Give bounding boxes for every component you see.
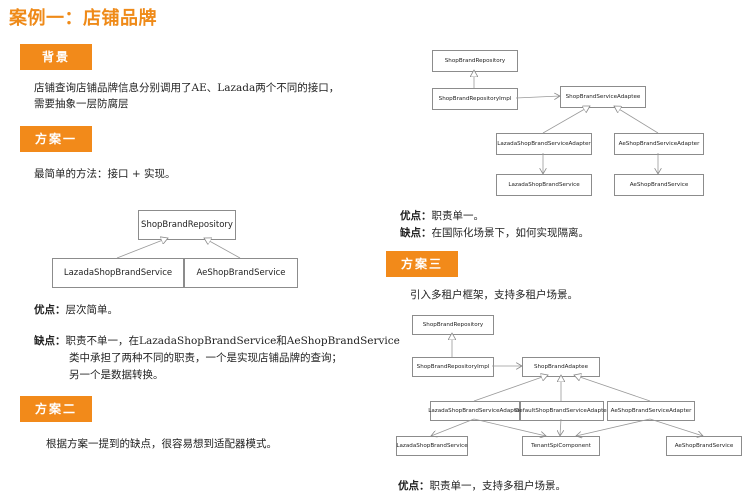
plan2-tag: 方案二 <box>20 396 92 422</box>
plan1-cons-line-1: 职责不单一，在LazadaShopBrandService和AeShopBran… <box>65 335 400 347</box>
plan1-tag: 方案一 <box>20 126 92 152</box>
plan2-lazada-adapter-box: LazadaShopBrandServiceAdapter <box>496 133 592 155</box>
plan3-default-adapter-to-tenant <box>560 418 561 436</box>
plan3-default-adapter-box: DefaultShopBrandServiceAdapter <box>515 401 609 421</box>
plan1-pros-text: 层次简单。 <box>65 304 119 316</box>
plan2-impl-to-adaptee <box>515 96 560 98</box>
plan3-ae-adapter-to-tenant <box>576 418 651 436</box>
plan1-repo-box: ShopBrandRepository <box>138 210 236 240</box>
plan3-tag: 方案三 <box>386 251 458 277</box>
plan3-ae-adapter-to-service <box>649 418 703 436</box>
plan2-impl-box: ShopBrandRepositoryImpl <box>432 88 518 110</box>
plan2-pros-label: 优点： <box>400 210 432 222</box>
plan3-ae-adapter-box: AeShopBrandServiceAdapter <box>607 401 695 421</box>
plan3-tenant-box: TenantSpiComponent <box>522 436 600 456</box>
plan3-ae-service-box: AeShopBrandService <box>666 436 742 456</box>
plan3-lazada-adapter-to-service <box>431 418 475 436</box>
plan2-pros-text: 职责单一。 <box>431 210 485 222</box>
plan3-lazada-adapter-box: LazadaShopBrandServiceAdapter <box>428 401 522 421</box>
plan3-impl-box: ShopBrandRepositoryImpl <box>412 357 494 377</box>
plan3-pros: 优点：职责单一，支持多租户场景。 <box>398 478 566 495</box>
plan1-cons: 缺点：职责不单一，在LazadaShopBrandService和AeShopB… <box>34 333 400 350</box>
plan1-cons-line-3: 另一个是数据转换。 <box>69 369 164 381</box>
plan1-pros-label: 优点： <box>34 304 66 316</box>
plan2-cons-label: 缺点： <box>400 227 432 239</box>
plan1-lazada-to-repo <box>116 238 168 259</box>
plan1-cons-line-2: 类中承担了两种不同的职责，一个是实现店铺品牌的查询； <box>69 352 342 364</box>
plan2-lazada-adapter-to-adaptee <box>542 106 590 134</box>
plan3-desc: 引入多租户框架，支持多租户场景。 <box>410 289 578 301</box>
slide-title: 案例一：店铺品牌 <box>9 8 157 29</box>
plan1-ae-service-box: AeShopBrandService <box>184 258 298 288</box>
plan1-desc: 最简单的方法：接口 + 实现。 <box>34 168 176 180</box>
plan3-pros-label: 优点： <box>398 480 430 492</box>
plan2-ae-adapter-box: AeShopBrandServiceAdapter <box>614 133 704 155</box>
plan3-pros-text: 职责单一，支持多租户场景。 <box>429 480 567 492</box>
background-tag: 背景 <box>20 44 92 70</box>
background-line-1: 店铺查询店铺品牌信息分别调用了AE、Lazada两个不同的接口， <box>34 82 340 94</box>
plan3-ae-adapter-to-adaptee <box>574 375 651 402</box>
plan1-pros: 优点：层次简单。 <box>34 302 118 319</box>
plan2-cons-text: 在国际化场景下，如何实现隔离。 <box>431 227 590 239</box>
plan3-lazada-adapter-to-adaptee <box>473 375 548 402</box>
plan1-lazada-service-box: LazadaShopBrandService <box>52 258 184 288</box>
background-line-2: 需要抽象一层防腐层 <box>34 98 129 110</box>
plan2-cons: 缺点：在国际化场景下，如何实现隔离。 <box>400 225 589 242</box>
plan3-lazada-adapter-to-tenant <box>473 418 546 436</box>
plan1-ae-to-repo <box>204 238 241 259</box>
plan1-cons-label: 缺点： <box>34 335 66 347</box>
plan2-desc: 根据方案一提到的缺点，很容易想到适配器模式。 <box>46 438 277 450</box>
plan2-pros: 优点：职责单一。 <box>400 208 484 225</box>
plan2-ae-adapter-to-adaptee <box>614 106 659 134</box>
